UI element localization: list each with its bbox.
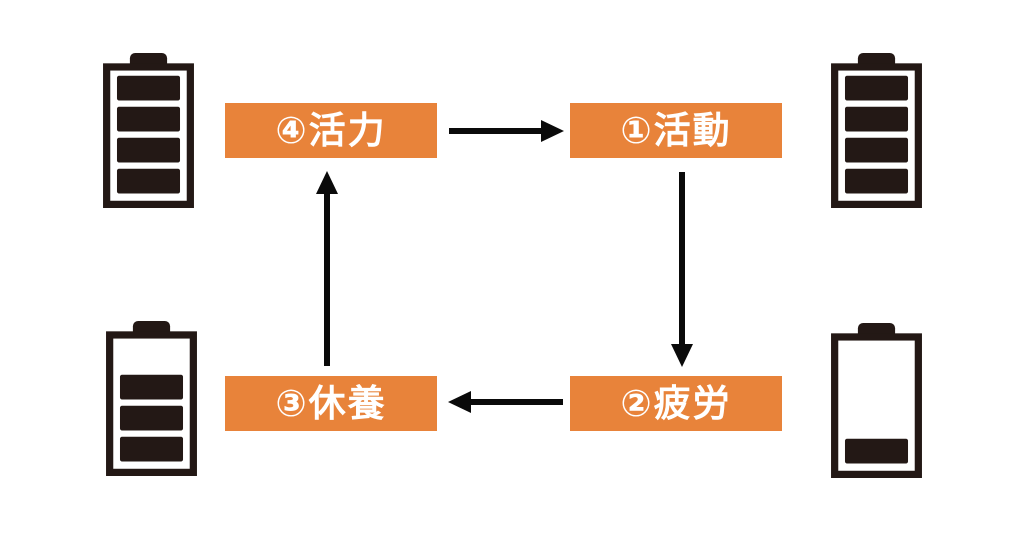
battery-full-icon	[103, 53, 194, 208]
battery-low-icon	[831, 323, 922, 478]
battery-three-quarters-icon	[106, 321, 197, 476]
battery-full-icon	[831, 53, 922, 208]
step-box-rest: ③休養	[225, 376, 437, 431]
arrow-up-rest-to-vitality	[316, 171, 338, 366]
arrow-down-activity-to-fatigue	[671, 172, 693, 367]
step-box-activity: ①活動	[570, 103, 782, 158]
arrow-right-vitality-to-activity	[449, 120, 564, 142]
arrow-left-fatigue-to-rest	[448, 391, 563, 413]
step-box-vitality: ④活力	[225, 103, 437, 158]
step-box-fatigue: ②疲労	[570, 376, 782, 431]
